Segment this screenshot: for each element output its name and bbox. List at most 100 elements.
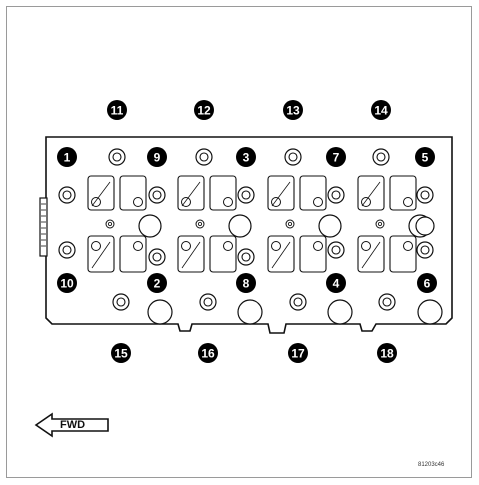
port-block xyxy=(389,235,417,273)
bolt-core xyxy=(62,245,72,255)
chamber-circle xyxy=(138,214,162,238)
bolt-number: 14 xyxy=(374,104,388,118)
bolt-core xyxy=(376,152,386,162)
bolt-number: 10 xyxy=(60,277,74,291)
bolt-badge-13: 13 xyxy=(283,100,303,120)
bolt-badge-1: 1 xyxy=(57,147,77,167)
chamber-circle xyxy=(318,214,342,238)
bolt-badge-16: 16 xyxy=(198,343,218,363)
port-line xyxy=(181,181,201,207)
bolt-number: 18 xyxy=(380,347,394,361)
bolt-number: 1 xyxy=(64,151,71,165)
lower-boss xyxy=(417,299,443,325)
bolt-core xyxy=(420,190,430,200)
port-block xyxy=(267,235,295,273)
valve-seat xyxy=(361,241,371,251)
bolt-badge-circle xyxy=(147,147,167,167)
port-line xyxy=(91,241,111,269)
bolt-core xyxy=(203,297,213,307)
bolt-badge-circle xyxy=(283,100,303,120)
small-port-core xyxy=(287,221,292,226)
bolt-badge-5: 5 xyxy=(415,147,435,167)
bolt-badge-7: 7 xyxy=(326,147,346,167)
valve-seat xyxy=(313,241,323,251)
bolt-badge-circle xyxy=(111,343,131,363)
bolt-badge-circle xyxy=(288,343,308,363)
port-block xyxy=(119,175,147,211)
bolt-number: 16 xyxy=(201,347,215,361)
bolt-core xyxy=(199,152,209,162)
port-block xyxy=(357,175,385,211)
port-block xyxy=(389,175,417,211)
bolt-number: 2 xyxy=(154,277,161,291)
bolt-badge-8: 8 xyxy=(236,273,256,293)
bolt-badge-18: 18 xyxy=(377,343,397,363)
port-block xyxy=(267,175,295,211)
bolt-badge-circle xyxy=(417,273,437,293)
valve-seat xyxy=(223,197,233,207)
bolt-core xyxy=(241,190,251,200)
bolt-core xyxy=(293,297,303,307)
bolt-number: 8 xyxy=(243,277,250,291)
fwd-arrow-shape xyxy=(34,412,109,438)
chamber-circle xyxy=(415,216,435,236)
bolt-badge-circle xyxy=(194,100,214,120)
side-flange xyxy=(39,197,48,257)
bolt-badge-circle xyxy=(326,147,346,167)
bolt-badge-17: 17 xyxy=(288,343,308,363)
port-block xyxy=(177,175,205,211)
bolt-core xyxy=(382,297,392,307)
lower-boss xyxy=(147,299,173,325)
bolt-badge-circle xyxy=(377,343,397,363)
valve-seat xyxy=(133,241,143,251)
bolt-badge-circle xyxy=(198,343,218,363)
bolt-core xyxy=(152,190,162,200)
bolt-core xyxy=(112,152,122,162)
small-port-core xyxy=(108,221,113,226)
valve-seat xyxy=(223,241,233,251)
port-block xyxy=(87,175,115,211)
valve-seat xyxy=(403,197,413,207)
small-port-core xyxy=(377,221,382,226)
bolt-badge-11: 11 xyxy=(107,100,127,120)
bolt-badge-circle xyxy=(57,147,77,167)
figure-code: 81203c46 xyxy=(418,462,445,468)
bolt-number: 12 xyxy=(197,104,211,118)
valve-seat xyxy=(133,197,143,207)
bolt-badge-circle xyxy=(57,273,77,293)
port-line xyxy=(271,241,291,269)
fwd-label: FWD xyxy=(60,419,85,431)
port-line xyxy=(181,241,201,269)
bolt-number: 11 xyxy=(111,104,124,118)
valve-seat xyxy=(271,241,281,251)
port-block xyxy=(87,235,115,273)
bolt-core xyxy=(62,190,72,200)
bolt-badge-3: 3 xyxy=(236,147,256,167)
port-line xyxy=(361,181,381,207)
bolt-badge-4: 4 xyxy=(326,273,346,293)
bolt-badge-2: 2 xyxy=(147,273,167,293)
port-block xyxy=(177,235,205,273)
port-block xyxy=(209,235,237,273)
bolt-core xyxy=(420,245,430,255)
bolt-badge-9: 9 xyxy=(147,147,167,167)
port-block xyxy=(299,235,327,273)
bolt-number: 4 xyxy=(333,277,340,291)
bolt-badge-circle xyxy=(371,100,391,120)
bolt-badge-circle xyxy=(147,273,167,293)
bolt-badge-15: 15 xyxy=(111,343,131,363)
bolt-badge-circle xyxy=(236,147,256,167)
bolt-badge-circle xyxy=(107,100,127,120)
bolt-core xyxy=(152,252,162,262)
bolt-core xyxy=(331,190,341,200)
port-line xyxy=(271,181,291,207)
bolt-number: 5 xyxy=(422,151,429,165)
bolt-core xyxy=(288,152,298,162)
bolt-badge-12: 12 xyxy=(194,100,214,120)
port-block xyxy=(357,235,385,273)
bolt-badge-circle xyxy=(415,147,435,167)
fwd-arrow: FWD xyxy=(34,412,109,438)
valve-seat xyxy=(403,241,413,251)
